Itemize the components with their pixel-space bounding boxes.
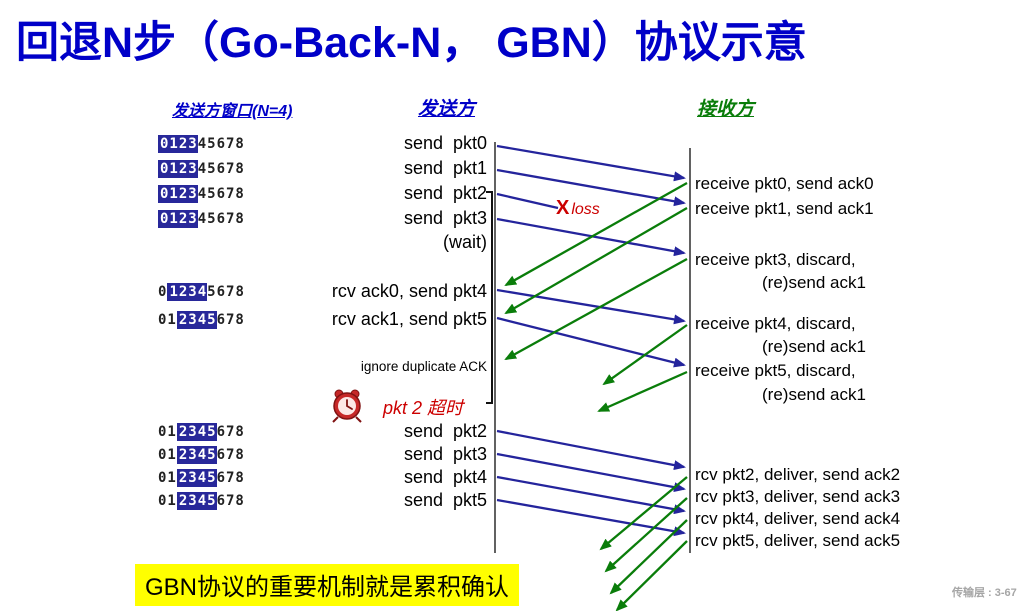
window-active-range: 2345: [176, 311, 217, 329]
pkt2-timeout-label: pkt 2 超时: [383, 398, 464, 418]
alarm-clock-icon: [332, 389, 362, 423]
ignore-duplicate-ack-label: ignore duplicate ACK: [360, 359, 487, 374]
pkt3-arrow: [496, 217, 686, 257]
ack1-arrow: [504, 207, 688, 315]
pkt0-arrow: [496, 144, 686, 182]
window-after: 678: [216, 470, 245, 486]
rcv-pkt5-deliver-label: rcv pkt5, deliver, send ack5: [695, 531, 901, 550]
resend-pkt5-label: send pkt5: [403, 490, 487, 510]
ack4-arrow: [609, 519, 688, 595]
window-after: 45678: [197, 136, 245, 152]
resend-ack1-label-1: (re)send ack1: [762, 273, 866, 292]
receive-pkt1-label: receive pkt1, send ack1: [695, 199, 874, 218]
window-active-range: 0123: [158, 210, 198, 228]
window-before: 01: [158, 493, 177, 509]
ack1-resend-arrow-1: [504, 257, 688, 361]
page-footer: 传输层 : 3-67: [952, 587, 1017, 599]
cumulative-ack-banner: GBN协议的重要机制就是累积确认: [135, 564, 520, 606]
send-pkt2-label: send pkt2: [403, 183, 487, 203]
window-active-range: 2345: [176, 469, 217, 487]
sender-header: 发送方: [418, 99, 476, 120]
sender-window-row-4: 012345678: [158, 210, 245, 228]
sender-window-row-3: 012345678: [158, 185, 245, 203]
window-active-range: 0123: [158, 185, 198, 203]
window-active-range: 2345: [176, 423, 217, 441]
rcv-ack0-send-pkt4-label: rcv ack0, send pkt4: [331, 281, 487, 301]
sender-window-row-2: 012345678: [158, 160, 245, 178]
resend-ack1-label-2: (re)send ack1: [762, 337, 866, 356]
receiver-header: 接收方: [697, 99, 755, 120]
resend-pkt4-label: send pkt4: [403, 467, 487, 487]
pkt4-arrow: [496, 288, 686, 325]
window-after: 5678: [207, 284, 245, 300]
slide-title: 回退N步（Go-Back-N， GBN）协议示意: [16, 19, 807, 67]
window-active-range: 2345: [176, 446, 217, 464]
pkt5-arrow: [496, 316, 686, 368]
ack0-arrow: [504, 181, 688, 287]
loss-x-icon: X: [556, 197, 570, 219]
window-after: 678: [216, 447, 245, 463]
window-before: 01: [158, 470, 177, 486]
sender-window-row-1: 012345678: [158, 135, 245, 153]
window-active-range: 0123: [158, 135, 198, 153]
resend-pkt3-label: send pkt3: [403, 444, 487, 464]
window-before: 01: [158, 447, 177, 463]
rcv-ack1-send-pkt5-label: rcv ack1, send pkt5: [331, 309, 487, 329]
wait-label: (wait): [443, 232, 487, 252]
timeout-interval-bracket: [486, 191, 493, 404]
window-before: 01: [158, 424, 177, 440]
window-after: 678: [216, 493, 245, 509]
window-after: 45678: [197, 161, 245, 177]
ack1-resend-arrow-2: [602, 324, 688, 386]
ack5-arrow: [615, 540, 688, 611]
window-before: 01: [158, 312, 177, 328]
ack2-arrow: [599, 476, 688, 551]
window-before: 0: [158, 284, 168, 300]
pkt1-arrow: [496, 168, 686, 207]
rcv-pkt4-deliver-label: rcv pkt4, deliver, send ack4: [695, 509, 901, 528]
receive-pkt0-label: receive pkt0, send ack0: [695, 174, 874, 193]
ack1-resend-arrow-3: [597, 370, 688, 413]
loss-label: loss: [571, 201, 600, 218]
pkt3-retransmit-arrow: [496, 452, 686, 493]
sender-window-header: 发送方窗口(N=4): [172, 103, 293, 120]
ack3-arrow: [604, 497, 688, 573]
send-pkt3-label: send pkt3: [403, 208, 487, 228]
window-after: 678: [216, 312, 245, 328]
pkt2-lost-arrow: [496, 192, 559, 210]
receive-pkt3-discard-label: receive pkt3, discard,: [695, 250, 856, 269]
window-after: 45678: [197, 186, 245, 202]
window-after: 45678: [197, 211, 245, 227]
send-pkt0-label: send pkt0: [403, 133, 487, 153]
window-active-range: 1234: [167, 283, 208, 301]
resend-ack1-label-3: (re)send ack1: [762, 385, 866, 404]
rcv-pkt3-deliver-label: rcv pkt3, deliver, send ack3: [695, 487, 901, 506]
pkt2-retransmit-arrow: [496, 429, 686, 471]
rcv-pkt2-deliver-label: rcv pkt2, deliver, send ack2: [695, 465, 901, 484]
resend-pkt2-label: send pkt2: [403, 421, 487, 441]
receive-pkt4-discard-label: receive pkt4, discard,: [695, 314, 856, 333]
window-after: 678: [216, 424, 245, 440]
window-active-range: 2345: [176, 492, 217, 510]
window-active-range: 0123: [158, 160, 198, 178]
ack-arrows: [504, 181, 688, 611]
receive-pkt5-discard-label: receive pkt5, discard,: [695, 361, 856, 380]
send-pkt1-label: send pkt1: [403, 158, 487, 178]
